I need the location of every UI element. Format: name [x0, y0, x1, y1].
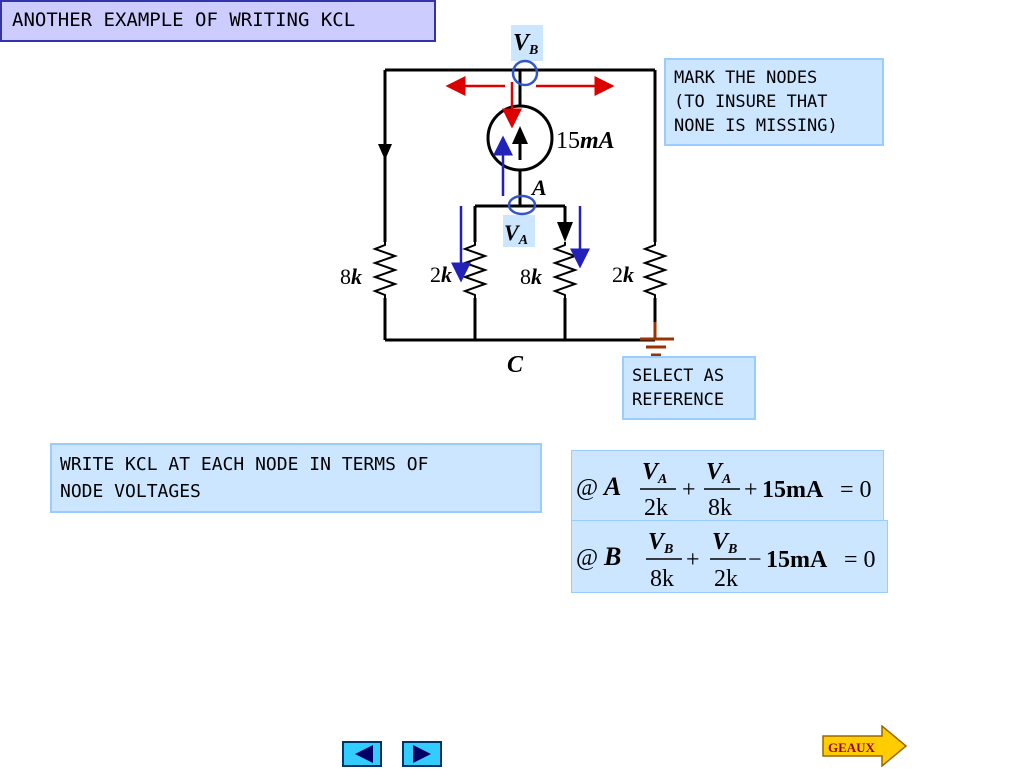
eq-b-at: @ [576, 545, 598, 571]
eq-a-node: A [602, 472, 621, 501]
node-b-voltage-box [511, 25, 543, 61]
write-kcl-note: WRITE KCL AT EACH NODE IN TERMS OF NODE … [50, 443, 542, 513]
geaux-button[interactable]: GEAUX [822, 725, 908, 767]
node-a-voltage-box [503, 215, 535, 247]
eq-a-source: 15mA [762, 477, 824, 503]
node-a-current-arrow [557, 222, 573, 242]
eq-a-op2: + [744, 477, 758, 503]
node-c-label: C [507, 352, 524, 378]
node-a-marker [507, 194, 537, 216]
eq-b-term1-den: 8k [650, 566, 674, 592]
resistor-3-label: 8k [520, 264, 542, 289]
eq-b-op1: + [686, 547, 700, 573]
mark-nodes-note: MARK THE NODES (TO INSURE THAT NONE IS M… [664, 58, 884, 146]
resistor-1-label: 8k [340, 264, 362, 289]
resistor-1 [371, 242, 399, 298]
kcl-equation-node-a: @ A VA 2k + VA 8k + 15mA = 0 [571, 450, 884, 522]
resistor-3 [551, 242, 579, 298]
node-a-voltage-label: VA [504, 220, 528, 248]
eq-b-term2-den: 2k [714, 566, 738, 592]
source-arrow [512, 126, 528, 144]
resistor-2 [461, 242, 489, 298]
source-label: 15mA [556, 128, 615, 154]
eq-a-op1: + [682, 477, 696, 503]
resistor-2-label: 2k [430, 262, 452, 287]
slide-title: ANOTHER EXAMPLE OF WRITING KCL [0, 0, 436, 42]
geaux-label: GEAUX [828, 740, 876, 755]
node-a-label: A [530, 175, 547, 200]
eq-a-term1-den: 2k [644, 495, 668, 521]
kcl-equation-node-b: @ B VB 8k + VB 2k − 15mA = 0 [571, 520, 888, 593]
eq-b-term2-num: VB [712, 529, 737, 557]
previous-slide-button[interactable] [342, 741, 382, 767]
eq-a-term2-num: VA [706, 459, 731, 487]
eq-b-source: 15mA [766, 547, 828, 573]
triangle-left-icon [355, 745, 373, 763]
arrow-right-icon [822, 725, 908, 767]
eq-a-equals: = 0 [840, 477, 872, 503]
eq-b-term1-num: VB [648, 529, 673, 557]
eq-a-term2-den: 8k [708, 495, 732, 521]
node-b-voltage-label: VB [513, 30, 538, 58]
eq-a-at: @ [576, 475, 598, 501]
select-reference-note: SELECT AS REFERENCE [622, 356, 756, 420]
eq-a-term1-num: VA [642, 459, 667, 487]
next-slide-button[interactable] [402, 741, 442, 767]
eq-b-equals: = 0 [844, 547, 876, 573]
resistor-4-label: 2k [612, 262, 634, 287]
left-current-arrow [378, 144, 392, 160]
triangle-right-icon [413, 745, 431, 763]
resistor-4 [641, 242, 669, 298]
kcl-circuit-diagram: 8k 2k 8k 2k 15mA A C VB VA [340, 25, 674, 378]
eq-b-op2: − [748, 547, 762, 573]
eq-b-node: B [603, 542, 621, 571]
node-b-marker [511, 59, 539, 87]
